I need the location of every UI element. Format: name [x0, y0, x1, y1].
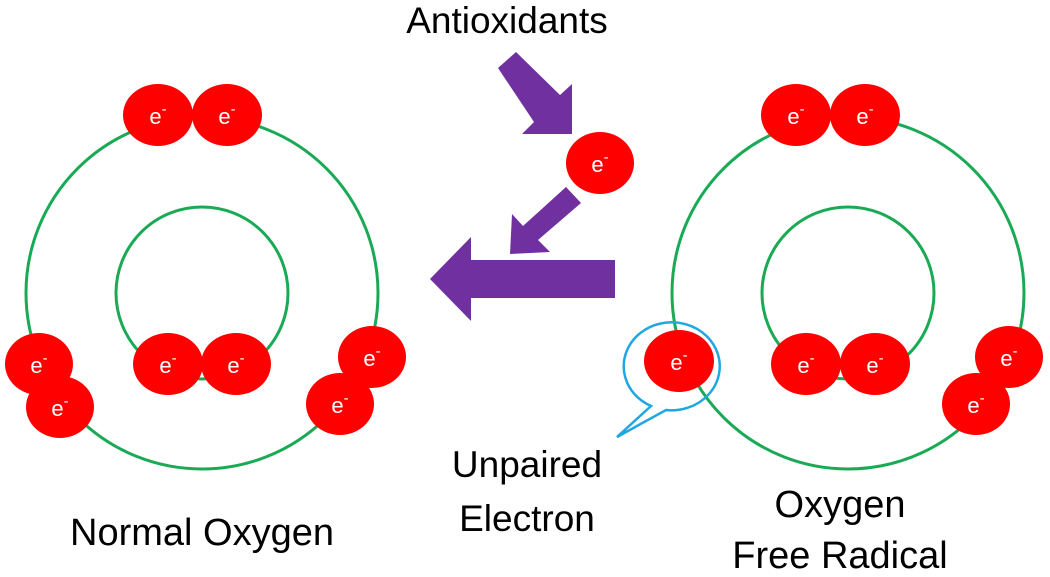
electron: e-: [840, 333, 910, 395]
electron-symbol: e: [51, 396, 63, 421]
normal-oxygen-label: Normal Oxygen: [70, 512, 334, 554]
electron: e-: [26, 376, 94, 438]
electron-symbol: e: [866, 353, 878, 378]
arrow-down-right: [498, 52, 572, 134]
electron-symbol: e: [856, 104, 868, 129]
svg-text:e-: e-: [149, 101, 166, 129]
electron-symbol: e: [591, 152, 603, 177]
electron: e-: [830, 84, 900, 146]
antioxidant-electron: e-: [566, 132, 634, 194]
electron-symbol: e: [149, 104, 161, 129]
electron: e-: [338, 326, 406, 388]
electron-symbol: e: [670, 350, 682, 375]
svg-text:e-: e-: [1000, 343, 1017, 371]
free-radical-label-line1: Oxygen: [775, 484, 906, 526]
electron-charge: -: [64, 393, 69, 410]
electron: e-: [761, 84, 831, 146]
unpaired-electron-label-line1: Unpaired: [452, 444, 602, 485]
electron-symbol: e: [363, 346, 375, 371]
electron: e-: [975, 326, 1043, 388]
svg-text:e-: e-: [363, 343, 380, 371]
electron: e-: [306, 373, 374, 435]
electron-symbol: e: [1000, 346, 1012, 371]
arrow-left-large: [430, 237, 615, 321]
svg-text:e-: e-: [227, 350, 244, 378]
electron-symbol: e: [159, 353, 171, 378]
electron-charge: -: [879, 350, 884, 367]
svg-text:e-: e-: [787, 101, 804, 129]
unpaired-electron-label-line2: Electron: [459, 498, 595, 539]
electron-charge: -: [869, 101, 874, 118]
svg-text:e-: e-: [159, 350, 176, 378]
free-radical-label-line2: Free Radical: [732, 535, 947, 577]
arrow-down-left: [510, 187, 581, 254]
unpaired-electron: e-: [644, 330, 714, 392]
electron: e-: [942, 373, 1010, 435]
svg-text:e-: e-: [331, 390, 348, 418]
electron: e-: [123, 84, 193, 146]
svg-text:e-: e-: [866, 350, 883, 378]
electron-charge: -: [344, 390, 349, 407]
electron-charge: -: [683, 347, 688, 364]
electron-charge: -: [980, 390, 985, 407]
electron-symbol: e: [218, 104, 230, 129]
normal-oxygen-inner-orbit: [114, 205, 290, 381]
electron-symbol: e: [331, 393, 343, 418]
electron-charge: -: [240, 350, 245, 367]
electron: e-: [201, 333, 271, 395]
electron-charge: -: [810, 350, 815, 367]
electron-symbol: e: [967, 393, 979, 418]
svg-text:e-: e-: [30, 350, 47, 378]
electron-charge: -: [376, 343, 381, 360]
electron-symbol: e: [787, 104, 799, 129]
electron-charge: -: [1013, 343, 1018, 360]
electron-symbol: e: [227, 353, 239, 378]
svg-text:e-: e-: [591, 149, 608, 177]
electron-charge: -: [162, 101, 167, 118]
svg-text:e-: e-: [967, 390, 984, 418]
unpaired-electron-callout: [616, 321, 721, 439]
svg-text:e-: e-: [218, 101, 235, 129]
electron-charge: -: [172, 350, 177, 367]
svg-text:e-: e-: [856, 101, 873, 129]
antioxidants-label: Antioxidants: [406, 0, 608, 41]
electron: e-: [192, 84, 262, 146]
electron-charge: -: [43, 350, 48, 367]
electron-charge: -: [800, 101, 805, 118]
svg-text:e-: e-: [51, 393, 68, 421]
electron: e-: [133, 333, 203, 395]
svg-text:e-: e-: [670, 347, 687, 375]
electron-symbol: e: [797, 353, 809, 378]
electron: e-: [771, 333, 841, 395]
svg-text:e-: e-: [797, 350, 814, 378]
electron-charge: -: [604, 149, 609, 166]
electron-charge: -: [231, 101, 236, 118]
electron-symbol: e: [30, 353, 42, 378]
